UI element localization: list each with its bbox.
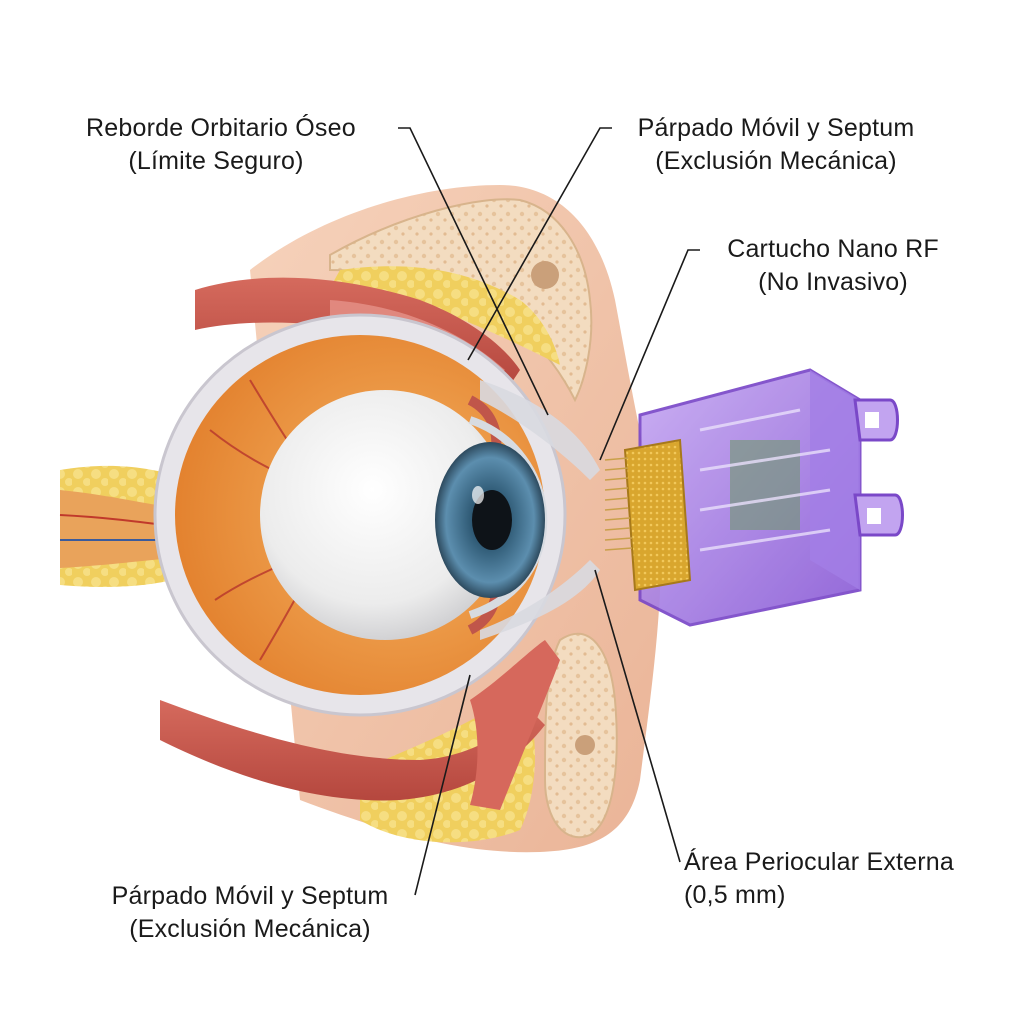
pupil bbox=[472, 490, 512, 550]
leader-line-cartridge bbox=[599, 249, 700, 461]
label-eyelid-bottom-title: Párpado Móvil y Septum bbox=[111, 882, 389, 910]
lower-muscle-2 bbox=[470, 640, 560, 810]
label-eyelid-septum-top: Párpado Móvil y Septum (Exclusión Mecáni… bbox=[616, 112, 936, 178]
bone-cavity bbox=[531, 261, 559, 289]
eyeball bbox=[260, 390, 510, 640]
label-eyelid-septum-bottom: Párpado Móvil y Septum (Exclusión Mecáni… bbox=[90, 880, 410, 946]
upper-muscle bbox=[195, 277, 520, 385]
leader-line-orbital-rim bbox=[398, 127, 549, 416]
leader-line-periocular-area bbox=[594, 569, 681, 863]
lower-orbital-bone bbox=[543, 632, 618, 838]
label-nano-rf-cartridge: Cartucho Nano RF (No Invasivo) bbox=[708, 233, 958, 299]
label-cartridge-note: (No Invasivo) bbox=[758, 268, 908, 296]
label-eyelid-top-note: (Exclusión Mecánica) bbox=[655, 147, 897, 175]
label-orbital-rim-title: Reborde Orbitario Óseo bbox=[86, 114, 356, 142]
gold-electrode-plate bbox=[623, 438, 692, 592]
nano-rf-cartridge bbox=[604, 368, 904, 627]
lower-muscle bbox=[160, 700, 545, 801]
upper-fat-pad bbox=[330, 266, 560, 365]
label-periocular-area-title: Área Periocular Externa bbox=[684, 848, 955, 876]
leader-line-eyelid-top bbox=[467, 127, 612, 361]
label-orbital-rim-note: (Límite Seguro) bbox=[128, 147, 304, 175]
label-cartridge-title: Cartucho Nano RF bbox=[727, 235, 939, 263]
label-eyelid-bottom-note: (Exclusión Mecánica) bbox=[129, 915, 371, 943]
bone-cavity bbox=[575, 735, 595, 755]
leader-line-eyelid-bottom bbox=[414, 674, 471, 896]
label-eyelid-top-title: Párpado Móvil y Septum bbox=[637, 114, 915, 142]
label-periocular-area: Área Periocular Externa (0,5 mm) bbox=[684, 846, 1004, 912]
lower-eyelid bbox=[480, 560, 600, 640]
label-periocular-area-note: (0,5 mm) bbox=[684, 881, 786, 909]
label-orbital-rim: Reborde Orbitario Óseo (Límite Seguro) bbox=[86, 112, 396, 178]
upper-eyelid bbox=[480, 380, 600, 480]
